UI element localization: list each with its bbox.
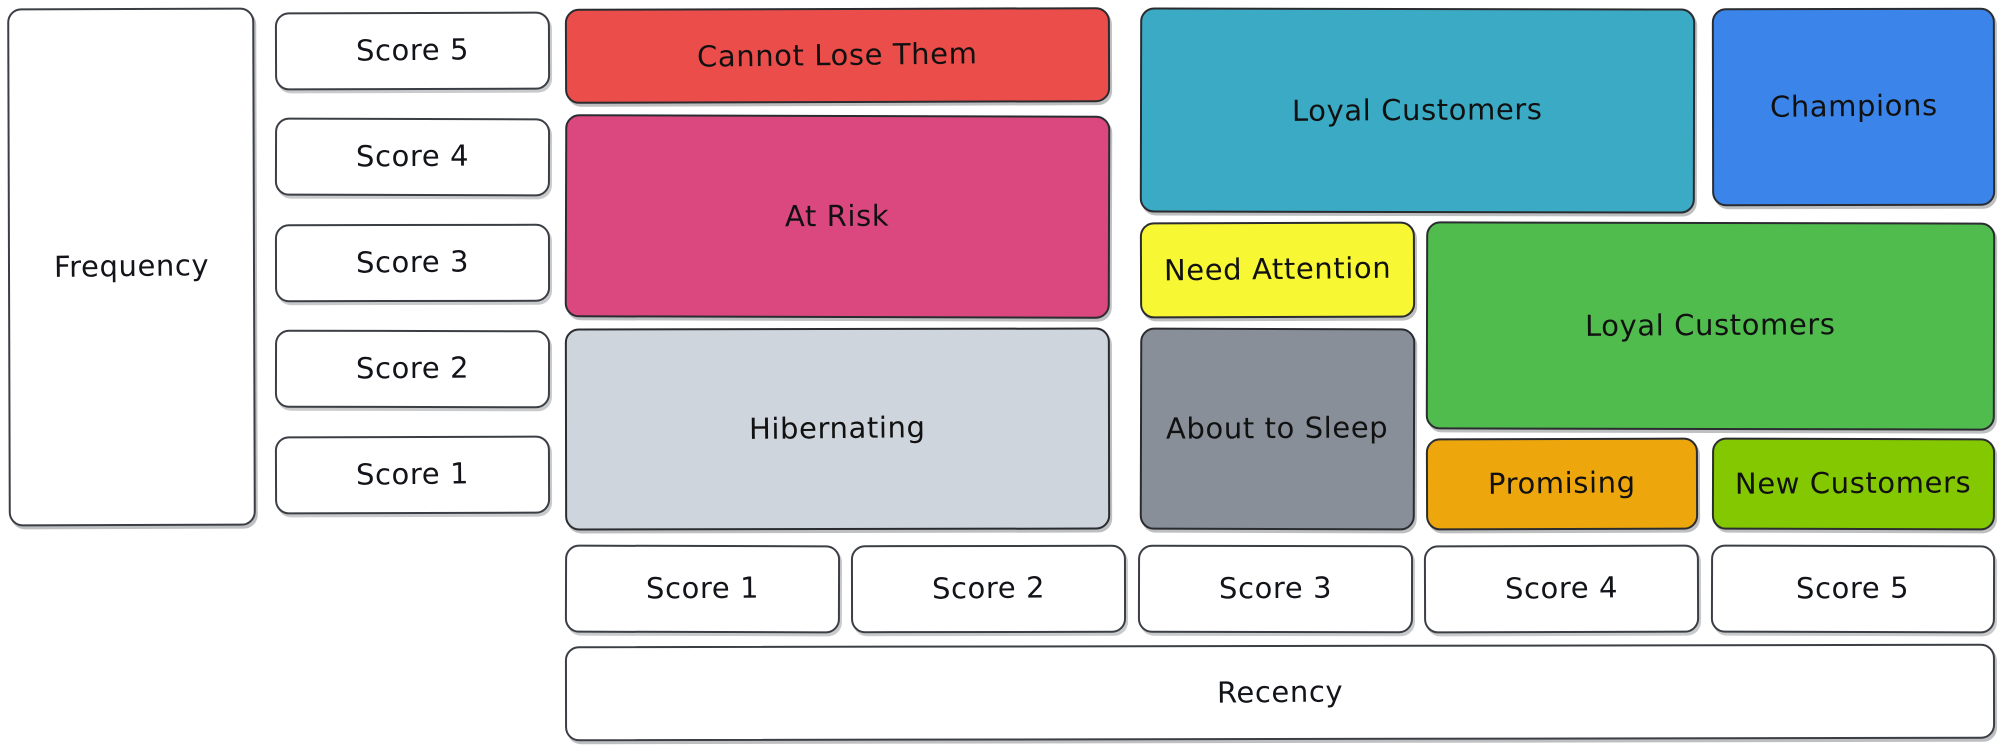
recency-score-text: Score 5 [1796,570,1910,606]
recency-score-text: Score 1 [645,570,760,606]
frequency-score-box-score-4: Score 4 [274,117,551,197]
recency-axis-label: Recency [564,643,1996,742]
frequency-axis-label: Frequency [7,7,256,527]
segment-champions[interactable]: Champions [1711,7,1996,207]
frequency-axis-text: Frequency [53,248,210,284]
segment-label: Need Attention [1163,250,1392,288]
segment-label: Loyal Customers [1292,91,1543,128]
frequency-score-text: Score 3 [355,244,470,280]
segment-about-to-sleep[interactable]: About to Sleep [1139,327,1416,531]
frequency-score-box-score-1: Score 1 [274,435,551,515]
recency-score-box-score-2: Score 2 [850,544,1127,634]
segment-cannot-lose-them[interactable]: Cannot Lose Them [564,7,1111,104]
segment-new-customers[interactable]: New Customers [1711,437,1996,531]
recency-score-text: Score 3 [1218,570,1333,606]
frequency-score-text: Score 4 [355,138,470,174]
frequency-score-text: Score 1 [355,456,470,492]
segment-label: Hibernating [749,410,926,446]
segment-label: At Risk [785,198,890,233]
segment-label: Promising [1487,465,1637,501]
segment-label: Loyal Customers [1585,307,1836,343]
frequency-score-box-score-2: Score 2 [274,329,551,409]
segment-hibernating[interactable]: Hibernating [564,327,1111,531]
frequency-score-text: Score 5 [355,32,470,68]
segment-label: Cannot Lose Them [697,35,978,74]
segment-promising[interactable]: Promising [1425,437,1699,531]
segment-label: New Customers [1735,465,1972,501]
segment-label: Champions [1769,88,1938,124]
frequency-score-box-score-3: Score 3 [274,223,551,303]
recency-score-text: Score 4 [1504,570,1619,606]
segment-loyal-customers-green[interactable]: Loyal Customers [1425,221,1996,431]
recency-score-box-score-1: Score 1 [564,544,841,634]
recency-score-box-score-3: Score 3 [1137,544,1414,634]
recency-axis-text: Recency [1216,673,1344,710]
recency-score-box-score-5: Score 5 [1710,544,1996,634]
frequency-score-text: Score 2 [355,350,470,386]
segment-need-attention[interactable]: Need Attention [1139,221,1416,319]
segment-at-risk[interactable]: At Risk [564,114,1111,319]
frequency-score-box-score-5: Score 5 [274,11,551,91]
recency-score-text: Score 2 [931,570,1046,606]
segment-loyal-customers-teal[interactable]: Loyal Customers [1139,7,1696,214]
segment-label: About to Sleep [1166,410,1389,446]
recency-score-box-score-4: Score 4 [1423,544,1700,634]
